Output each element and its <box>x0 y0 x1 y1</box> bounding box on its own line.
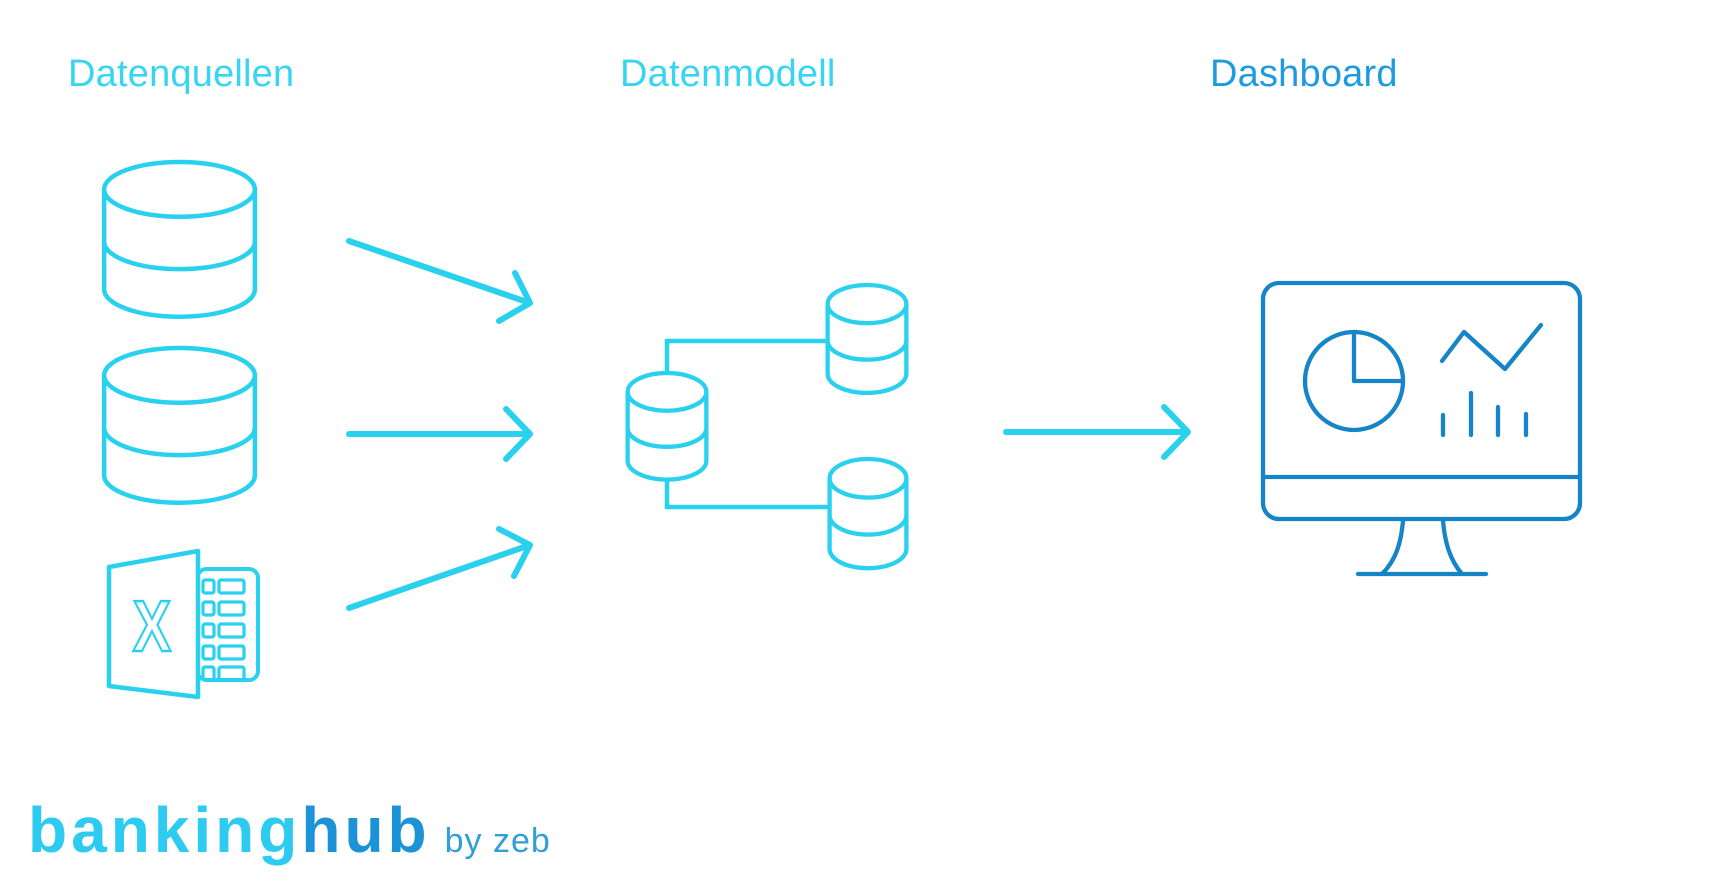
flow-arrow-bottom <box>346 526 533 611</box>
data-model-group <box>625 283 909 571</box>
logo-hub: hub <box>301 794 431 866</box>
model-db-bottom-right <box>827 457 909 571</box>
column-label-datenmodell: Datenmodell <box>620 53 836 95</box>
model-connector-bottom <box>664 480 830 510</box>
flow-arrow-to-dashboard <box>1003 404 1191 460</box>
excel-page <box>106 548 201 700</box>
bar-chart-icon <box>1440 390 1529 438</box>
logo-byline: by zeb <box>444 822 551 860</box>
flow-arrow-middle <box>346 406 533 462</box>
database-icon-middle <box>104 348 255 503</box>
dashboard-monitor-icon <box>1260 280 1583 577</box>
pie-chart-icon <box>1302 329 1406 433</box>
monitor-frame <box>1260 280 1583 522</box>
model-db-top-right <box>825 283 909 395</box>
logo-banking: banking <box>28 794 302 866</box>
model-db-left <box>625 371 709 482</box>
line-chart-icon <box>1439 322 1544 372</box>
excel-icon: X <box>106 548 260 700</box>
column-label-datenquellen: Datenquellen <box>68 53 295 95</box>
excel-grid <box>195 567 260 682</box>
flow-arrow-top <box>346 238 533 324</box>
column-label-dashboard: Dashboard <box>1210 53 1398 95</box>
excel-x-letter: X <box>133 586 171 667</box>
model-connector-top <box>664 338 828 373</box>
monitor-stand <box>1355 518 1489 577</box>
database-icon-top <box>104 162 255 317</box>
